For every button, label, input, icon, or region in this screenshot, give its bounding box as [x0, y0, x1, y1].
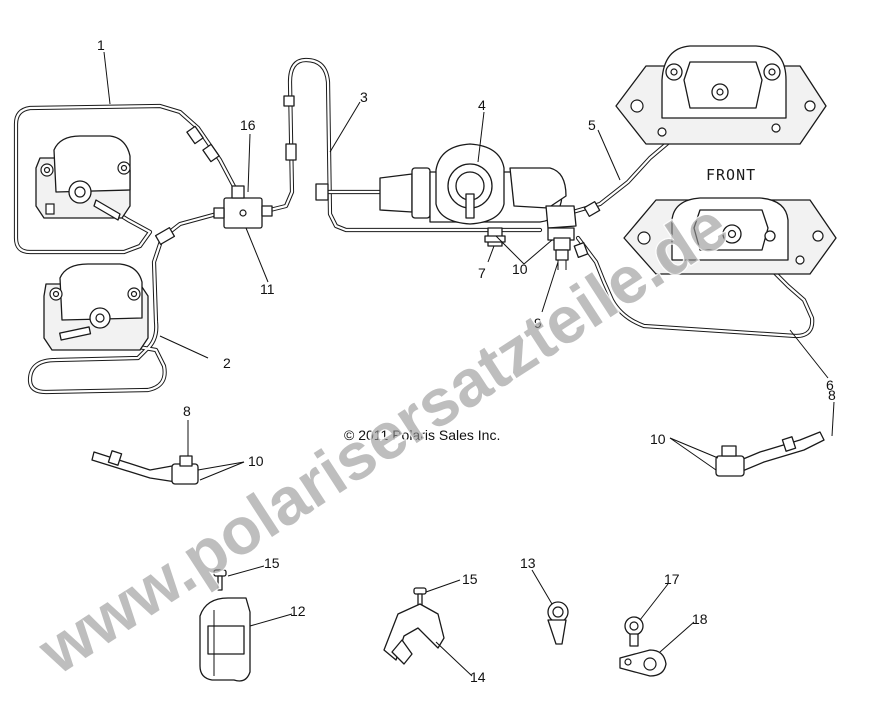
brake-light-switch [553, 237, 571, 270]
clamp-13 [547, 601, 569, 645]
callout-12: 12 [290, 603, 306, 619]
front-left-caliper [615, 45, 827, 145]
front-right-caliper [623, 197, 837, 275]
leader-lines [103, 51, 835, 677]
callout-2: 2 [223, 355, 231, 371]
callout-18: 18 [692, 611, 708, 627]
copyright-notice: © 2011 Polaris Sales Inc. [344, 427, 500, 443]
banjo-fitting-left [91, 450, 199, 485]
callout-14: 14 [470, 669, 486, 685]
callout-10-right: 10 [650, 431, 666, 447]
callout-8-left: 8 [183, 403, 191, 419]
callout-10-left: 10 [248, 453, 264, 469]
brake-tee-splitter [213, 185, 273, 229]
callout-16: 16 [240, 117, 256, 133]
brake-line-6 [575, 235, 815, 339]
bolt-17 [624, 616, 644, 647]
front-label: FRONT [706, 166, 756, 184]
banjo-bolt [484, 227, 506, 247]
callout-3: 3 [360, 89, 368, 105]
rear-right-caliper [43, 263, 149, 351]
bracket-14 [383, 603, 445, 665]
watermark-text: www.polarisersatzteile.de [24, 188, 740, 689]
rear-left-caliper [35, 135, 131, 221]
callout-8-right: 8 [828, 387, 836, 403]
callout-13: 13 [520, 555, 536, 571]
master-cylinder [379, 143, 577, 241]
callout-10-top: 10 [512, 261, 528, 277]
screw-15-center [413, 587, 427, 609]
brake-line-2 [27, 209, 227, 395]
callout-7: 7 [478, 265, 486, 281]
clip-12 [199, 597, 251, 682]
callout-17: 17 [664, 571, 680, 587]
callouts: 1 2 3 4 5 6 7 10 9 16 11 8 10 8 10 15 12… [97, 37, 836, 685]
callout-15-left: 15 [264, 555, 280, 571]
screw-15-left [213, 569, 227, 591]
callout-5: 5 [588, 117, 596, 133]
callout-6: 6 [826, 377, 834, 393]
brake-line-1 [13, 103, 241, 255]
banjo-fitting-right [715, 431, 825, 477]
callout-11: 11 [260, 281, 275, 297]
callout-1: 1 [97, 37, 105, 53]
callout-4: 4 [478, 97, 486, 113]
callout-15-center: 15 [462, 571, 478, 587]
brake-line-3 [259, 57, 543, 233]
p-clamp-18 [619, 649, 667, 677]
callout-9: 9 [534, 315, 542, 331]
brake-lines [13, 57, 815, 395]
